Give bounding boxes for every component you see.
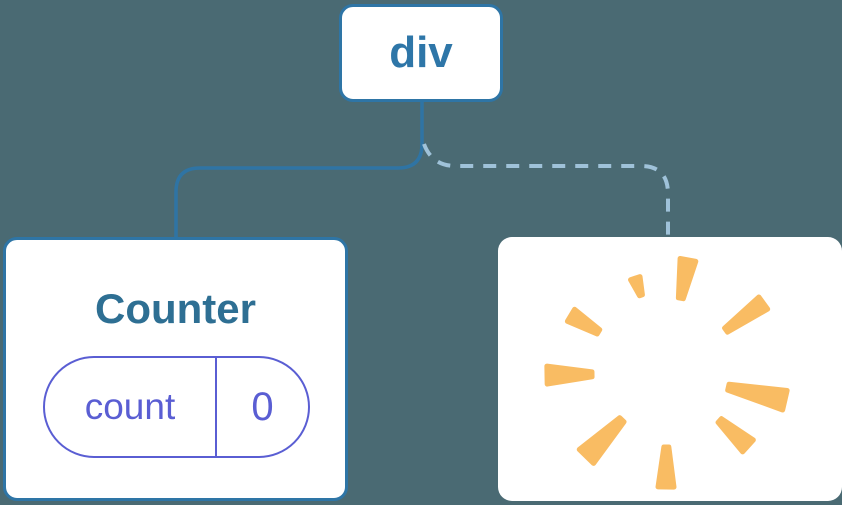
spark-rays [544,255,790,490]
spark-ray [544,363,595,387]
poof-icon [544,255,790,490]
counter-node: Counter count 0 [3,237,348,501]
state-value-cell: 0 [215,358,308,456]
spark-ray [725,381,790,413]
state-value-label: 0 [251,384,274,429]
spark-ray [675,255,699,302]
spark-ray [722,294,771,335]
state-key-label: count [84,386,176,427]
counter-node-title: Counter [95,285,256,332]
spark-ray [564,306,603,337]
root-node-label: div [389,28,453,77]
spark-ray [655,444,677,490]
spark-ray [576,415,627,466]
root-node: div [339,4,503,102]
state-key-cell: count [45,358,215,456]
state-pill: count 0 [43,356,310,458]
removed-node [498,237,842,501]
spark-ray [628,274,645,299]
connector-dashed-line [422,143,670,240]
spark-ray [715,416,756,455]
connector-solid-line [174,100,424,240]
